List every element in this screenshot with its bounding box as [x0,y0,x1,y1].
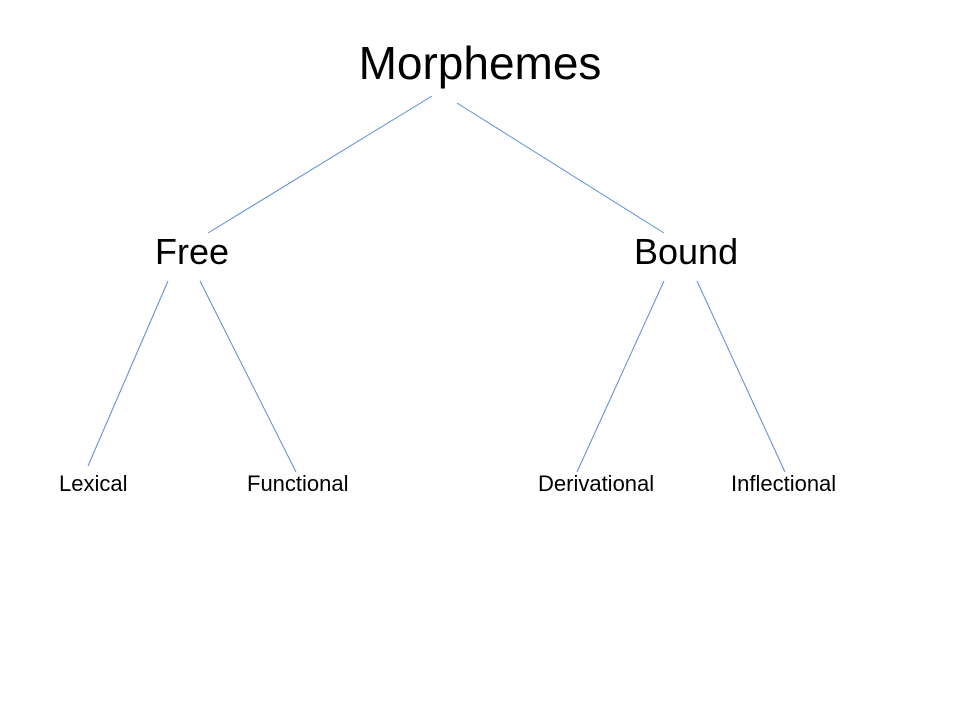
connector-bound-derivational [576,280,665,473]
connector-free-lexical [87,280,169,467]
branch-node-bound: Bound [634,231,739,272]
connector-free-functional [199,280,297,473]
connector-morphemes-free [207,95,433,234]
leaf-node-lexical: Lexical [59,471,128,496]
connector-morphemes-bound [456,102,665,234]
leaf-node-derivational: Derivational [538,471,655,496]
leaf-node-functional: Functional [247,471,349,496]
root-node-morphemes: Morphemes [358,37,602,89]
leaf-node-inflectional: Inflectional [731,471,837,496]
branch-node-free: Free [155,231,230,272]
connector-bound-inflectional [696,280,786,473]
